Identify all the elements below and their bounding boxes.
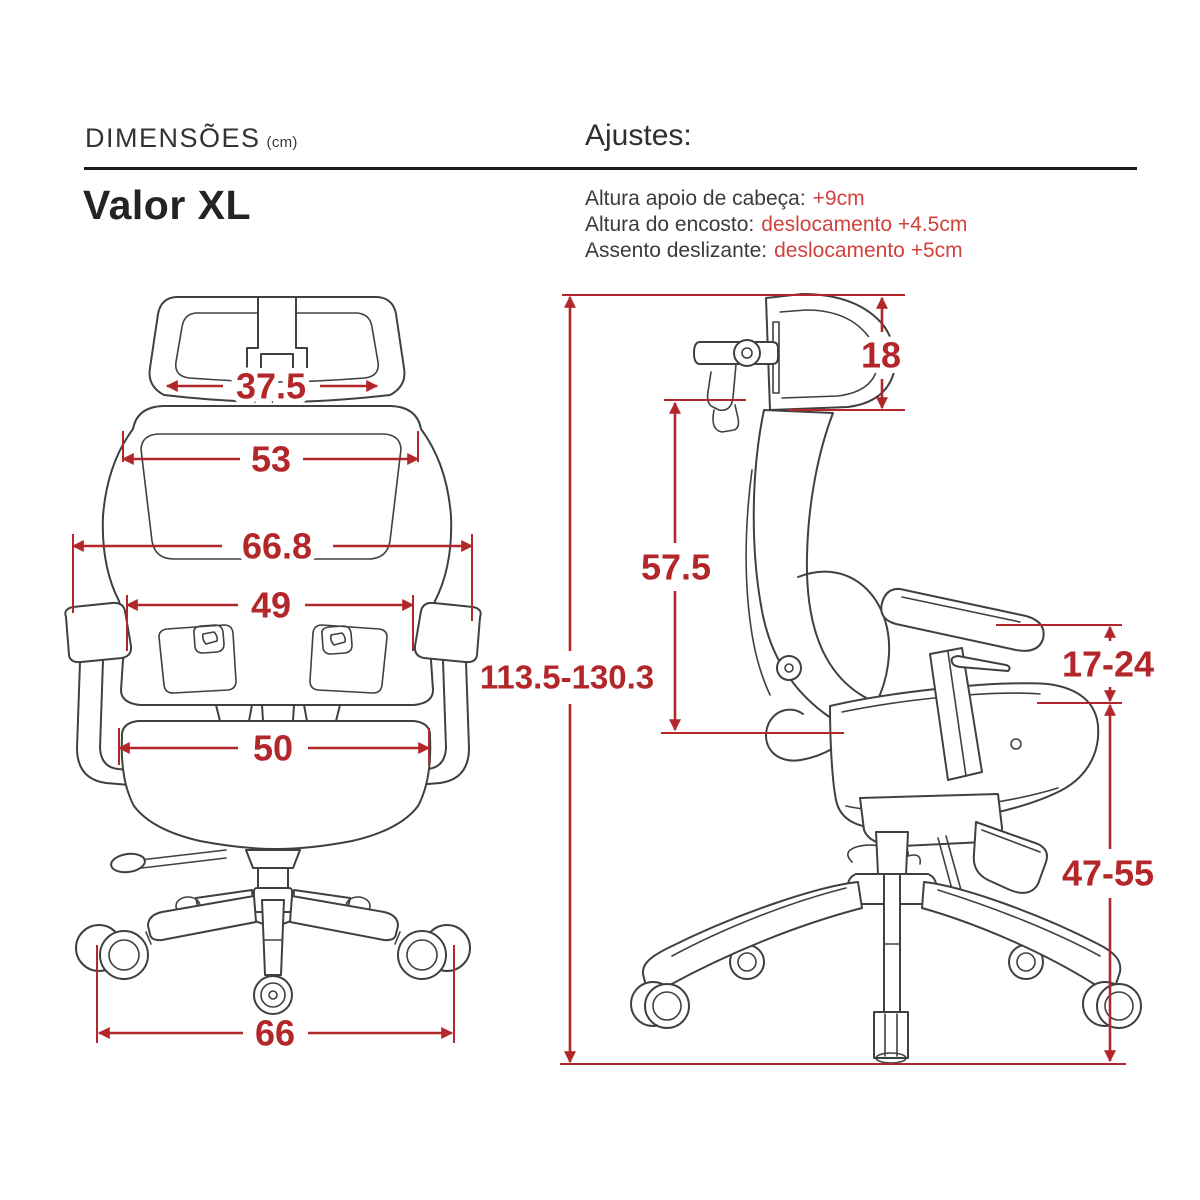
dimensions-title-text: DIMENSÕES (85, 123, 261, 153)
dim-backrest-width: 53 (251, 439, 291, 480)
adjustment-label: Altura do encosto: (585, 213, 755, 236)
side-armrest (880, 587, 1045, 781)
dimensions-unit: (cm) (266, 134, 298, 151)
dim-headrest-height: 18 (861, 335, 901, 376)
lumbar-knob (193, 624, 225, 654)
dim-armrest-height-range: 17-24 (1062, 644, 1154, 685)
adjustment-row: Altura do encosto: deslocamento +4.5cm (585, 212, 967, 238)
dim-seat-height-range: 47-55 (1062, 853, 1154, 894)
dim-backrest-height: 57.5 (641, 547, 711, 588)
side-headrest (693, 293, 897, 433)
side-view-chair-drawing (630, 293, 1142, 1064)
adjustments-list: Altura apoio de cabeça: +9cm Altura do en… (585, 186, 967, 264)
dim-headrest-width: 37.5 (236, 366, 306, 407)
product-name: Valor XL (83, 182, 252, 228)
base-leg-left (75, 895, 257, 980)
dim-base-width: 66 (255, 1013, 295, 1054)
adjustment-row: Altura apoio de cabeça: +9cm (585, 186, 967, 212)
side-gas-column (873, 831, 909, 1064)
front-view-chair-drawing (64, 296, 482, 1015)
lumbar-knob (321, 625, 353, 655)
side-caster-left (630, 981, 690, 1029)
header-divider (84, 167, 1137, 170)
adjustment-row: Assento deslizante: deslocamento +5cm (585, 238, 967, 264)
dim-seat-width: 50 (253, 728, 293, 769)
dim-lower-backrest-width: 49 (251, 585, 291, 626)
side-caster-right (1082, 981, 1142, 1029)
adjustments-title: Ajustes: (585, 119, 692, 152)
dimensions-title: DIMENSÕES (cm) (85, 123, 298, 154)
dim-total-height-range: 113.5-130.3 (480, 659, 654, 696)
tilt-lever (110, 849, 227, 874)
adjustment-label: Assento deslizante: (585, 239, 768, 262)
adjustment-value: deslocamento +4.5cm (761, 213, 968, 236)
base-leg-front (253, 899, 293, 1015)
armrest-left (64, 601, 143, 787)
dim-overall-width: 66.8 (242, 526, 312, 567)
adjustment-value: +9cm (812, 187, 865, 210)
adjustment-label: Altura apoio de cabeça: (585, 187, 806, 210)
base-leg-right (289, 895, 471, 980)
adjustment-value: deslocamento +5cm (774, 239, 963, 262)
dimension-annotations: 37.5 53 66.8 49 50 66 18 57.5 113.5-130.… (71, 294, 1160, 1065)
